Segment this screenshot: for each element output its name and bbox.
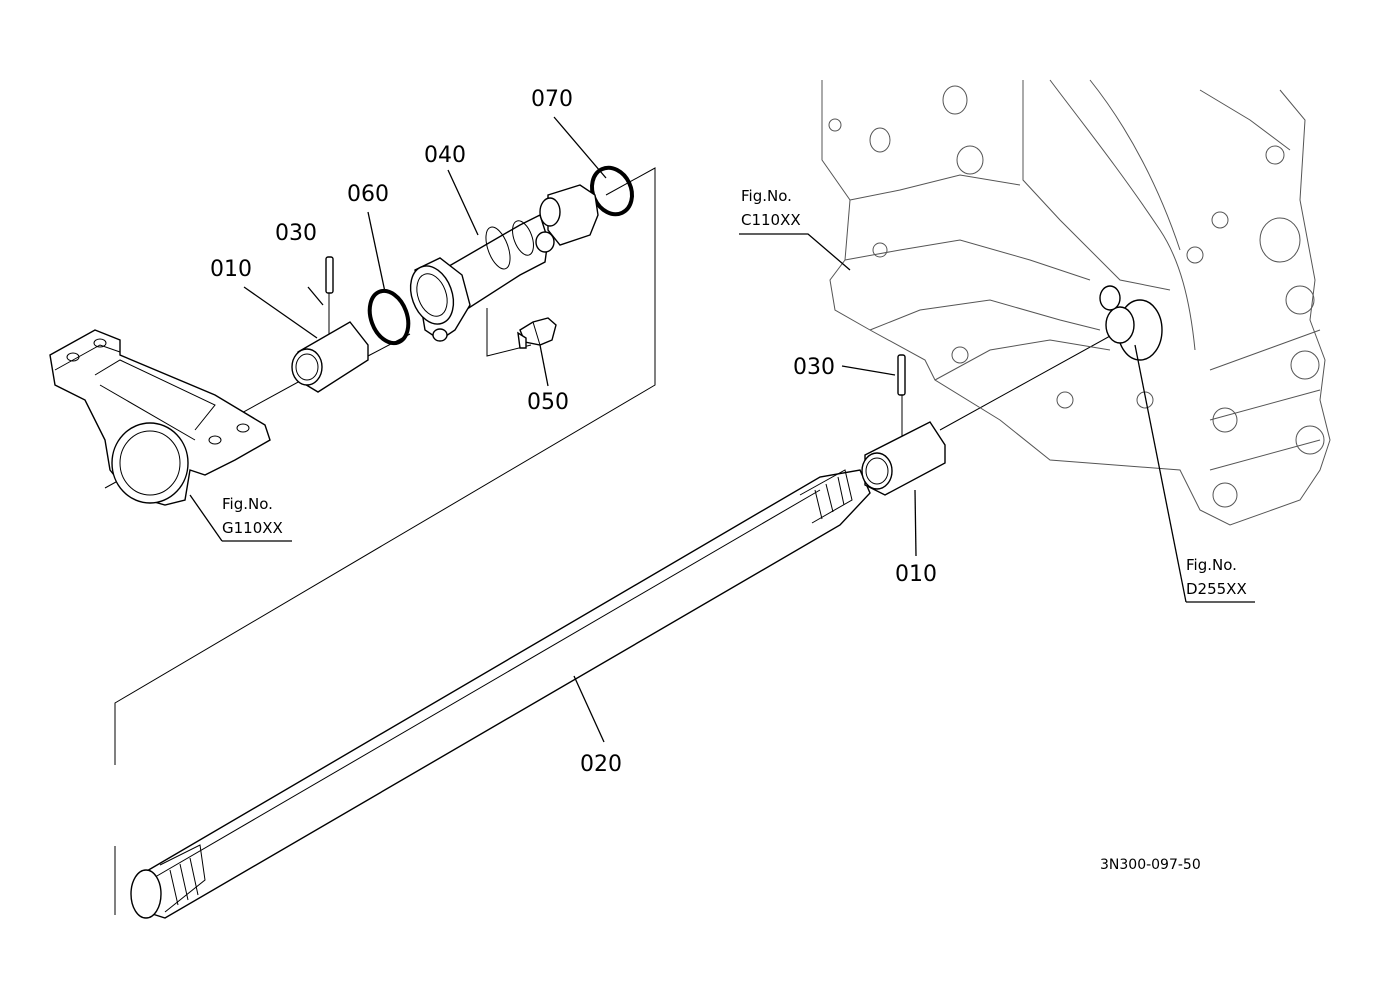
case-040 [409,184,599,342]
assembly-bracket [114,167,656,915]
fig-ref-c110-code: C110XX [741,211,801,229]
label-060: 060 [347,182,389,207]
bolt-050 [517,317,557,349]
pin-030-top [325,256,334,338]
label-010-right: 010 [895,562,937,587]
label-030-right: 030 [793,355,835,380]
assembly-centerline [104,324,1131,489]
shaft-020 [130,469,871,919]
label-040: 040 [424,143,466,168]
o-ring-060 [367,288,411,346]
pin-030-right [897,354,906,438]
leader-lines [189,116,1255,743]
lift-arm-bracket [49,329,271,506]
label-070: 070 [531,87,573,112]
label-010-top: 010 [210,257,252,282]
bushing-010-top [291,321,369,393]
drawing-code: 3N300-097-50 [1100,857,1201,873]
fig-ref-g110-prefix: Fig.No. [222,495,273,513]
fig-ref-g110-code: G110XX [222,519,283,537]
bushing-010-right [861,421,946,496]
transmission-housing [821,79,1331,526]
label-030-top: 030 [275,221,317,246]
fig-ref-d255-code: D255XX [1186,580,1247,598]
fig-ref-d255-prefix: Fig.No. [1186,556,1237,574]
fig-ref-c110-prefix: Fig.No. [741,187,792,205]
label-020: 020 [580,752,622,777]
label-050: 050 [527,390,569,415]
